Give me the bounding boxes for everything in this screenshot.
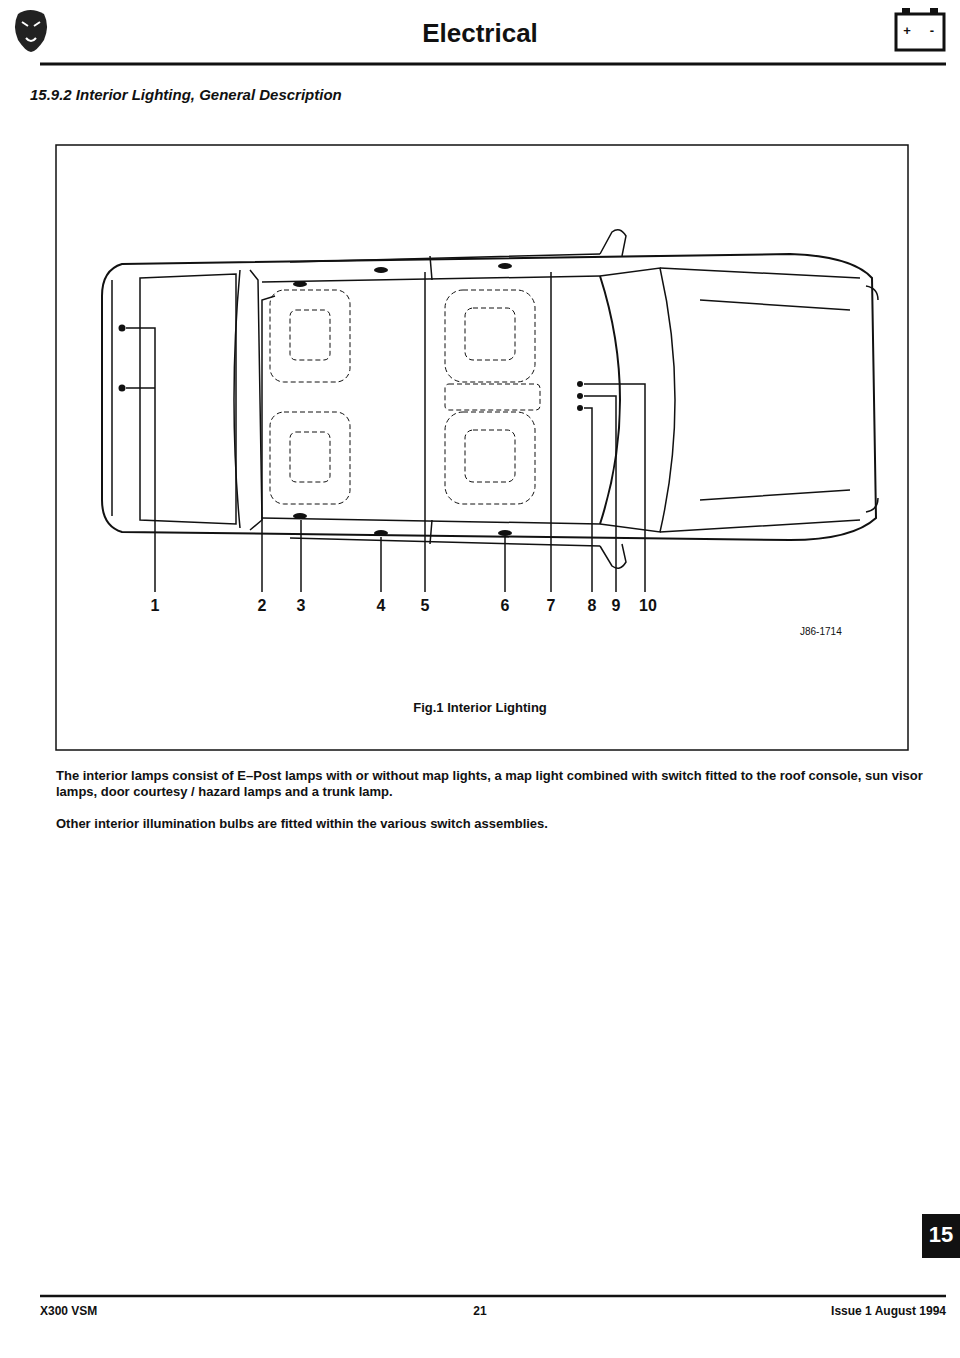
lamp-dots: [119, 263, 584, 536]
jaguar-logo: [15, 10, 47, 52]
footer-rule: [40, 1295, 946, 1298]
section-number: 15: [929, 1222, 953, 1248]
battery-sign: +: [903, 23, 911, 39]
section-heading: 15.9.2 Interior Lighting, General Descri…: [30, 86, 342, 104]
footer-issue: Issue 1 August 1994: [831, 1304, 946, 1318]
callout-number: 8: [588, 596, 597, 615]
section-tab: [922, 1214, 960, 1258]
callout-number: 10: [639, 596, 657, 615]
drawing-reference: J86-1714: [800, 626, 842, 638]
body-paragraph: The interior lamps consist of E–Post lam…: [56, 768, 936, 799]
figure-caption: Fig.1 Interior Lighting: [413, 700, 547, 716]
callout-number: 5: [421, 596, 430, 615]
callout-number: 3: [297, 596, 306, 615]
callout-number: 7: [547, 596, 556, 615]
leader-lines: [126, 272, 645, 592]
callout-number: 2: [258, 596, 267, 615]
page-number: 21: [473, 1304, 486, 1318]
footer-manual: X300 VSM: [40, 1304, 97, 1318]
callout-number: 4: [377, 596, 386, 615]
battery-icon: [896, 8, 944, 50]
callout-number: 6: [501, 596, 510, 615]
page-header: Electrical: [422, 18, 538, 49]
car-top-view: [102, 230, 878, 569]
battery-sign: -: [930, 23, 934, 39]
body-paragraph: Other interior illumination bulbs are fi…: [56, 816, 936, 832]
seats: [270, 290, 540, 504]
callout-number: 1: [151, 596, 160, 615]
callout-number: 9: [612, 596, 621, 615]
header-rule: [40, 63, 946, 66]
figure-frame: [56, 145, 908, 750]
